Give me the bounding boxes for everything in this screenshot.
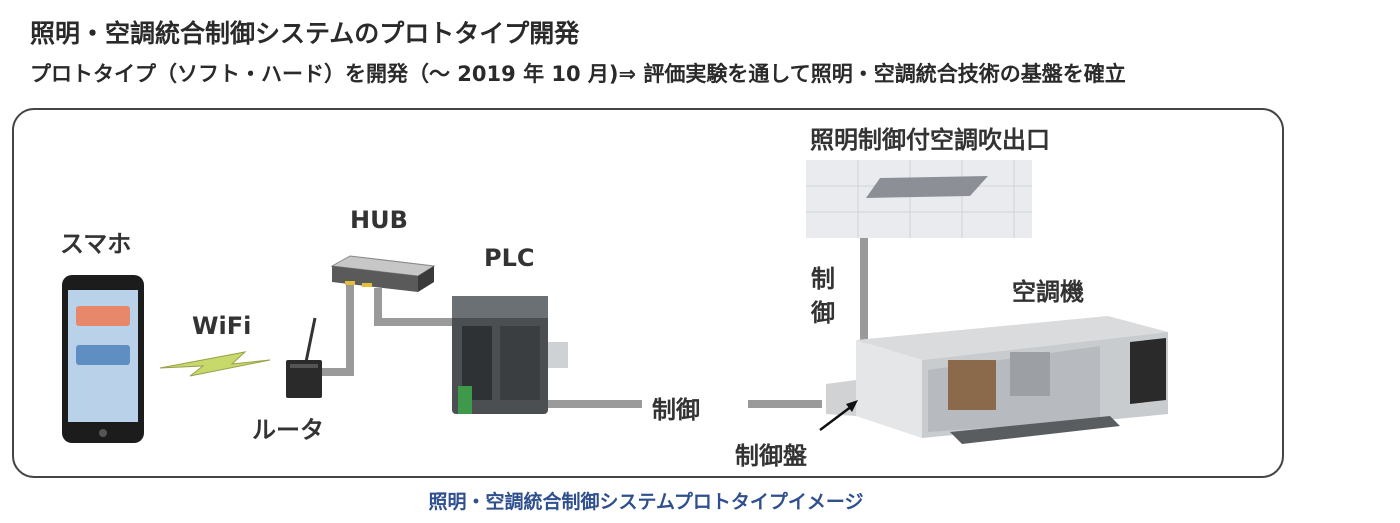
label-wifi: WiFi (192, 312, 252, 340)
router-icon (286, 317, 322, 398)
smartphone-icon (62, 275, 144, 443)
arrow-icon (819, 400, 858, 431)
air-conditioner-icon (826, 316, 1168, 444)
label-router: ルータ (252, 416, 324, 444)
cable-hub-router (318, 284, 354, 376)
label-outlet: 照明制御付空調吹出口 (810, 126, 1050, 154)
cable-hub-plc (374, 288, 459, 326)
hub-icon (330, 255, 436, 292)
wifi-signal-icon (159, 351, 271, 377)
label-plc: PLC (484, 244, 535, 272)
ceiling-outlet-icon (806, 160, 1032, 238)
plc-icon (452, 296, 568, 414)
label-air-conditioner: 空調機 (1012, 278, 1084, 306)
label-control: 制御 (652, 396, 700, 424)
diagram-frame (12, 108, 1284, 478)
label-control-panel: 制御盤 (735, 442, 807, 470)
label-hub: HUB (350, 206, 408, 234)
label-smartphone: スマホ (60, 230, 132, 258)
diagram-caption: 照明・空調統合制御システムプロトタイプイメージ (428, 491, 864, 513)
label-vertical-control: 制御 (811, 265, 835, 327)
page-subtitle: プロトタイプ（ソフト・ハード）を開発（～ 2019 年 10 月)⇒ 評価実験を… (30, 62, 1126, 86)
page-title: 照明・空調統合制御システムのプロトタイプ開発 (30, 19, 580, 48)
